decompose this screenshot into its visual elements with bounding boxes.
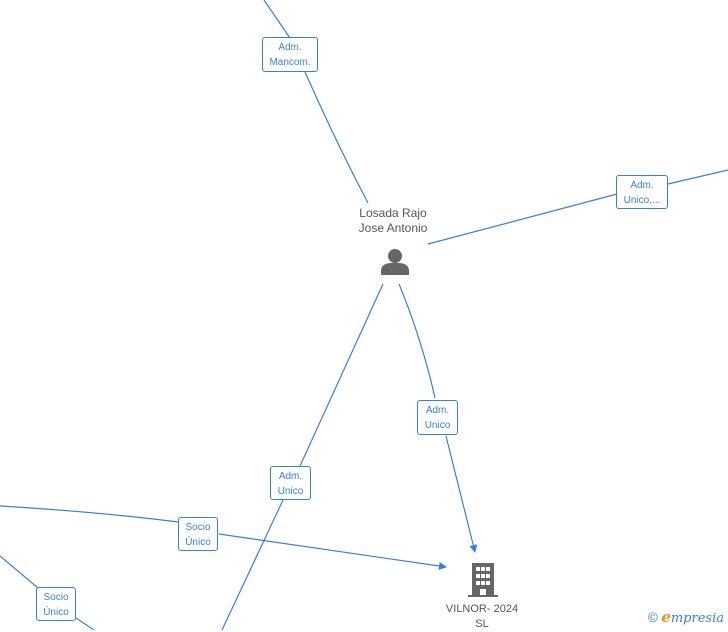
edge-socio-unico-left [0, 555, 95, 630]
edge-label-adm-mancom[interactable]: Adm. Mancom. [262, 37, 318, 72]
edge-label-line2: Único [43, 607, 69, 618]
edge-adm-unico-right [427, 169, 728, 245]
person-name-line2: Jose Antonio [358, 221, 428, 235]
edge-label-line2: Mancom. [269, 57, 311, 68]
edge-label-line1: Adm. [278, 471, 303, 482]
person-name-line1: Losada Rajo [359, 206, 427, 220]
edge-adm-unico-left [221, 283, 384, 630]
edge-label-line2: Unico [424, 420, 451, 431]
edge-label-socio-unico-left[interactable]: Socio Único [36, 587, 76, 621]
edge-label-line2: Único [185, 537, 211, 548]
person-icon[interactable] [380, 247, 410, 275]
edge-label-line2: Unico,... [623, 195, 661, 206]
edge-label-line1: Adm. [278, 42, 302, 53]
company-name-line2: SL [475, 618, 489, 630]
edge-label-adm-unico-company[interactable]: Adm. Unico [417, 400, 458, 435]
edge-label-line1: Socio [43, 592, 69, 603]
edge-adm-unico-company [398, 283, 475, 552]
edge-label-line1: Adm. [630, 180, 654, 191]
edge-label-socio-unico-company[interactable]: Socio Único [178, 517, 218, 551]
empresia-logo: ©empresia [646, 608, 724, 626]
company-name-line1: VILNOR- 2024 [445, 603, 519, 615]
edge-label-line1: Socio [185, 522, 211, 533]
brand-initial: e [661, 608, 671, 626]
brand-name: mpresia [670, 611, 724, 626]
edge-label-line1: Adm. [425, 405, 450, 416]
edge-label-adm-unico-left[interactable]: Adm. Unico [270, 466, 311, 500]
building-icon[interactable] [468, 562, 498, 598]
edge-label-adm-unico-right[interactable]: Adm. Unico,... [616, 175, 668, 209]
edge-label-line2: Unico [277, 486, 304, 497]
person-node-name[interactable]: Losada Rajo Jose Antonio [343, 206, 443, 236]
copyright-icon: © [646, 611, 660, 626]
edge-socio-unico-company [0, 505, 446, 567]
company-node-name[interactable]: VILNOR- 2024 SL [432, 602, 532, 632]
edge-adm-mancom [263, 0, 369, 204]
